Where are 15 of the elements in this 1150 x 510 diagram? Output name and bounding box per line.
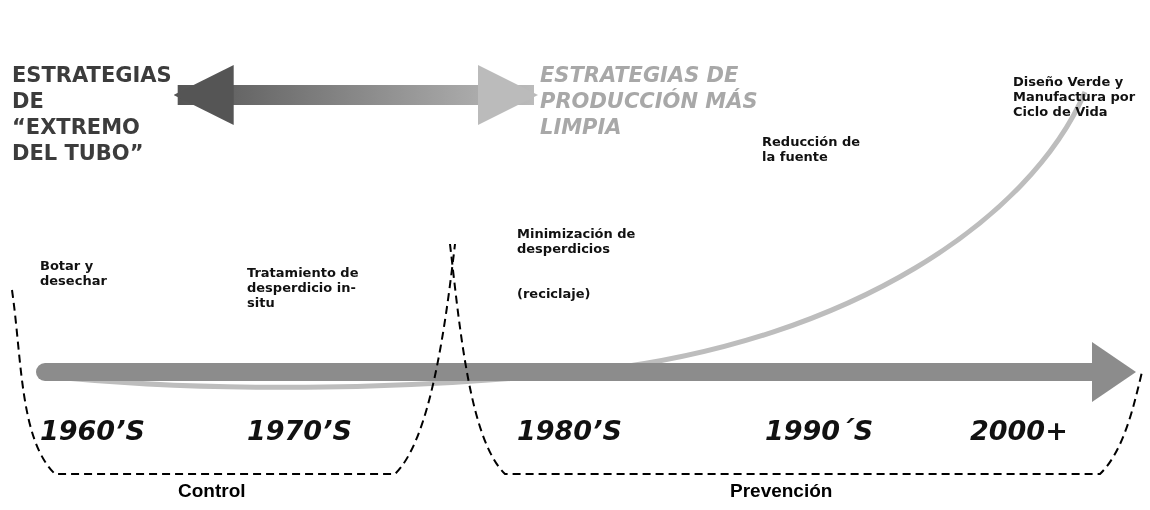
stage-note: (reciclaje) [517, 286, 592, 301]
decade-label: 1970’S [247, 415, 352, 446]
stage-label: Botar y desechar [40, 258, 108, 288]
decade-label: 2000+ [970, 415, 1068, 446]
double-arrow [173, 65, 538, 125]
stage-label: Diseño Verde y Manufactura por Ciclo de Vida [1013, 74, 1137, 119]
decade-label: 1990´S [765, 415, 874, 446]
stage-label: Reducción de la fuente [762, 134, 862, 164]
stage-label: Minimización de desperdicios [517, 226, 637, 256]
stage-label: Tratamiento de desperdicio in-situ [247, 265, 360, 310]
decade-label: 1980’S [517, 415, 622, 446]
strategy-heading: ESTRATEGIAS DE “EXTREMO DEL TUBO” [12, 62, 172, 166]
group-label: Prevención [730, 480, 833, 502]
group-label: Control [178, 480, 246, 502]
decade-label: 1960’S [40, 415, 145, 446]
